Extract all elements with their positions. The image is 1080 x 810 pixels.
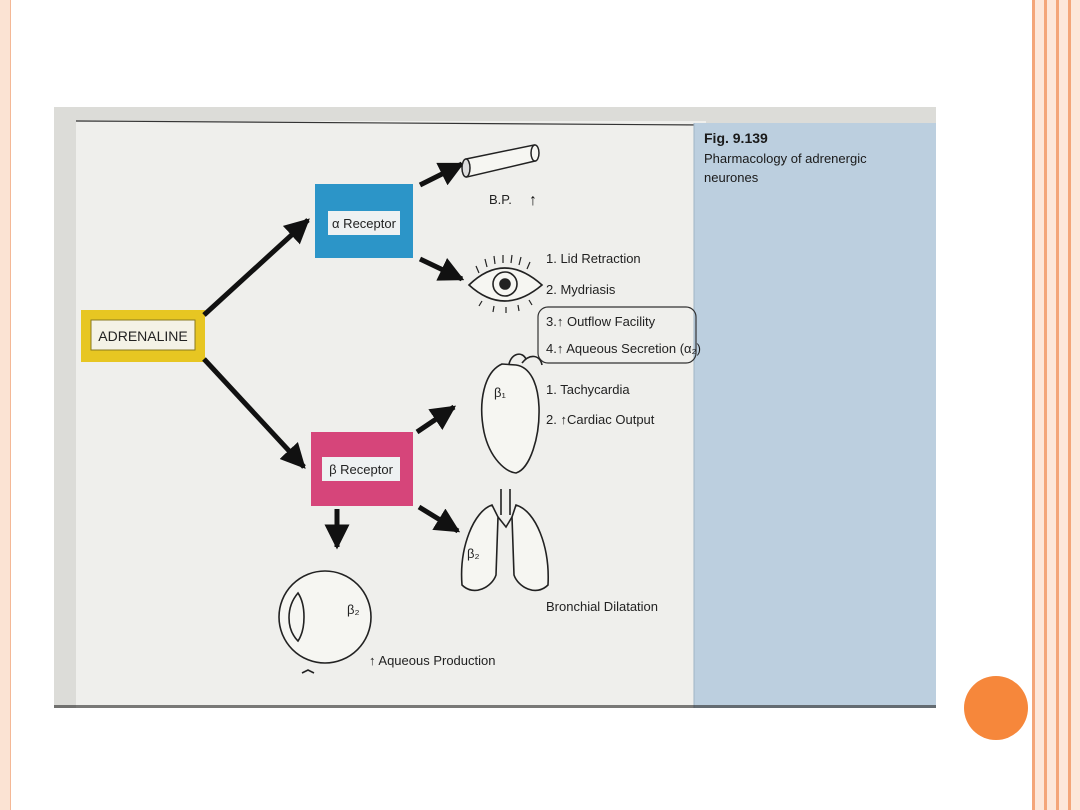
eye-effect-3: 3.↑ Outflow Facility (546, 314, 656, 329)
heart-icon (480, 353, 543, 474)
figure-top-border (75, 120, 707, 126)
alpha-receptor-label: α Receptor (332, 216, 397, 231)
adrenaline-label: ADRENALINE (98, 328, 187, 344)
arrow-to-beta (202, 357, 306, 469)
arrow-to-lungs (417, 504, 461, 534)
lungs-icon (460, 489, 549, 592)
heart-beta1-label: β₁ (494, 385, 506, 400)
caption-panel (694, 123, 936, 708)
figure-photo: Fig. 9.139 Pharmacology of adrenergic ne… (54, 107, 936, 708)
bp-label: B.P. (489, 192, 512, 207)
lungs-effect: Bronchial Dilatation (546, 599, 658, 614)
slide-border-stripe (1056, 0, 1059, 810)
caption-line-1: Pharmacology of adrenergic (704, 151, 867, 166)
alpha2-bracket (537, 306, 697, 364)
slide-border-stripe (1044, 0, 1047, 810)
slide-border-stripe (1032, 0, 1035, 810)
eye-effect-2: 2. Mydriasis (546, 282, 616, 297)
slide-border-stripe (1068, 0, 1071, 810)
arrow-to-eye (418, 256, 465, 282)
figure-number: Fig. 9.139 (704, 130, 768, 146)
eye-icon (467, 254, 544, 313)
blood-vessel-icon (461, 144, 540, 178)
caption-line-2: neurones (704, 170, 759, 185)
lungs-beta2-label: β₂ (467, 546, 480, 561)
heart-effect-1: 1. Tachycardia (546, 382, 630, 397)
eye-effect-1: 1. Lid Retraction (546, 251, 641, 266)
eyeball-beta2-label: β₂ (347, 602, 360, 617)
eye-effect-4: 4.↑ Aqueous Secretion (α₂) (546, 341, 701, 356)
bp-up-arrow-icon: ↑ (529, 192, 537, 209)
heart-effect-2: 2. ↑Cardiac Output (546, 412, 655, 427)
arrow-to-heart (415, 404, 457, 435)
beta-receptor-label: β Receptor (329, 462, 394, 477)
arrow-to-alpha (202, 218, 310, 317)
slide-left-border (0, 0, 11, 810)
eyeball-effect: ↑ Aqueous Production (369, 653, 495, 668)
eyeball-icon (278, 570, 372, 674)
orange-circle-decoration (964, 676, 1028, 740)
arrow-to-vessel (418, 161, 465, 188)
